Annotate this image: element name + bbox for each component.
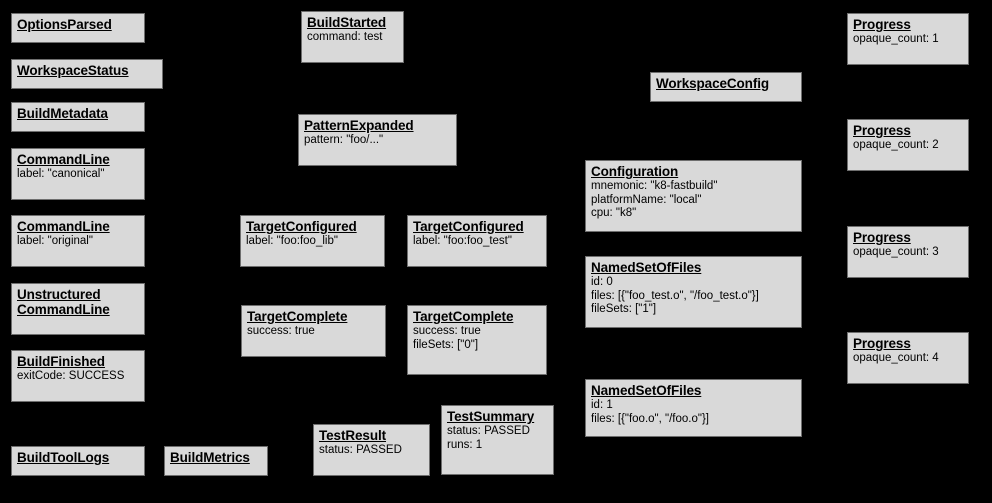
node-title: Progress — [853, 17, 911, 32]
node-build-metadata[interactable]: BuildMetadata — [11, 102, 145, 132]
node-fields: label: "original" — [17, 235, 93, 247]
node-fields: opaque_count: 3 — [853, 246, 939, 258]
node-title: PatternExpanded — [304, 118, 414, 133]
node-fields: success: true fileSets: ["0"] — [413, 325, 481, 351]
node-fields: label: "foo:foo_test" — [413, 235, 512, 247]
node-title: WorkspaceStatus — [17, 63, 129, 78]
node-fields: mnemonic: "k8-fastbuild" platformName: "… — [591, 180, 718, 219]
node-fields: id: 1 files: [{"foo.o", "/foo.o"}] — [591, 399, 709, 425]
node-fields: label: "foo:foo_lib" — [246, 235, 338, 247]
node-unstructured-cmdline[interactable]: Unstructured CommandLine — [11, 283, 145, 335]
node-title: TargetComplete — [413, 309, 514, 324]
node-fields: status: PASSED runs: 1 — [447, 425, 530, 451]
node-fields: exitCode: SUCCESS — [17, 370, 125, 382]
node-title: Progress — [853, 123, 911, 138]
node-workspace-config[interactable]: WorkspaceConfig — [650, 72, 802, 102]
node-title: BuildStarted — [307, 15, 387, 30]
node-title: BuildMetadata — [17, 106, 108, 121]
node-title: TestResult — [319, 428, 387, 443]
node-title: NamedSetOfFiles — [591, 260, 702, 275]
node-title: CommandLine — [17, 219, 110, 234]
node-title: NamedSetOfFiles — [591, 383, 702, 398]
node-fields: opaque_count: 4 — [853, 352, 939, 364]
node-fields: status: PASSED — [319, 444, 402, 456]
node-fields: label: "canonical" — [17, 168, 105, 180]
node-fields: id: 0 files: [{"foo_test.o", "/foo_test.… — [591, 276, 759, 315]
node-title: TestSummary — [447, 409, 535, 424]
node-fields: pattern: "foo/..." — [304, 134, 384, 146]
node-build-tool-logs[interactable]: BuildToolLogs — [11, 446, 145, 476]
node-fields: opaque_count: 2 — [853, 139, 939, 151]
node-fields: command: test — [307, 31, 383, 43]
node-title: BuildToolLogs — [17, 450, 110, 465]
node-fields: opaque_count: 1 — [853, 33, 939, 45]
node-title: Configuration — [591, 164, 679, 179]
node-title: CommandLine — [17, 152, 110, 167]
node-title: BuildMetrics — [170, 450, 250, 465]
node-title: TargetConfigured — [246, 219, 357, 234]
node-title: TargetConfigured — [413, 219, 524, 234]
node-title: OptionsParsed — [17, 17, 112, 32]
node-workspace-status[interactable]: WorkspaceStatus — [11, 59, 163, 89]
node-fields: success: true — [247, 325, 315, 337]
node-build-metrics[interactable]: BuildMetrics — [164, 446, 268, 476]
node-title: BuildFinished — [17, 354, 105, 369]
node-title: Unstructured CommandLine — [17, 287, 110, 317]
node-title: WorkspaceConfig — [656, 76, 770, 91]
node-title: Progress — [853, 336, 911, 351]
node-title: Progress — [853, 230, 911, 245]
node-options-parsed[interactable]: OptionsParsed — [11, 13, 145, 43]
node-title: TargetComplete — [247, 309, 348, 324]
